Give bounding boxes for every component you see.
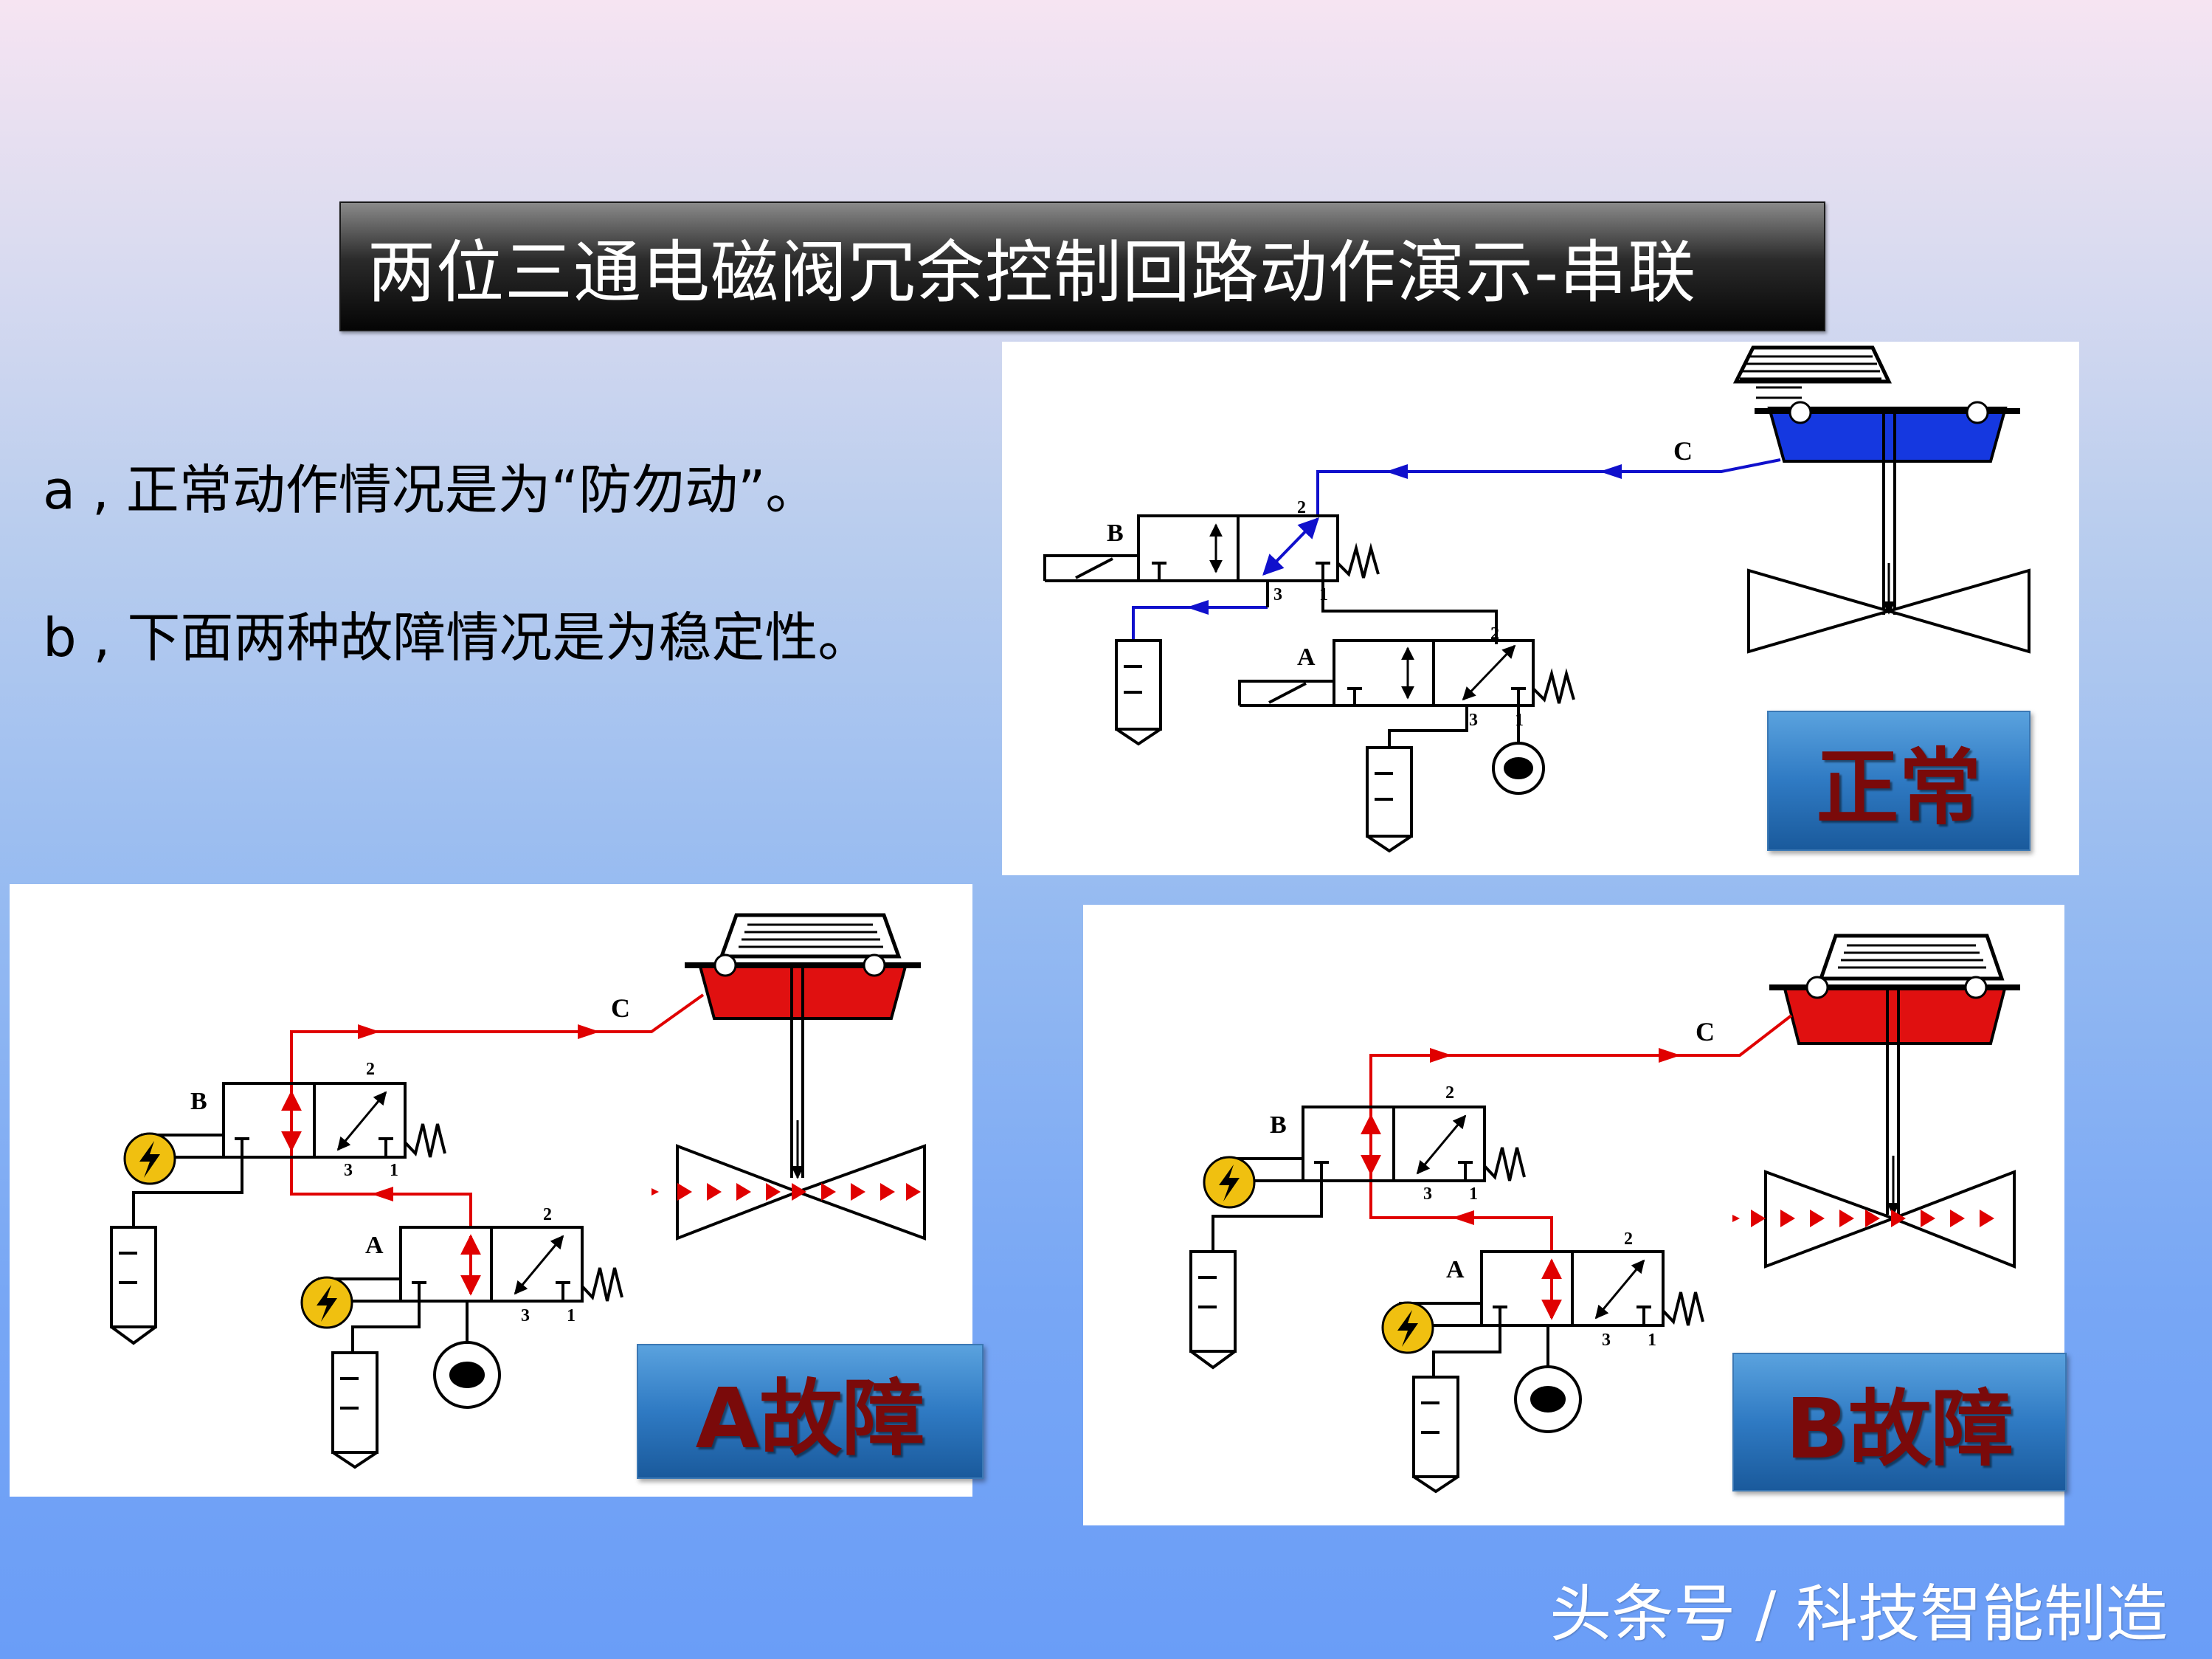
svg-text:2: 2 — [1624, 1229, 1633, 1249]
description-a: a , 正常动作情况是为“防勿动”。 — [43, 459, 819, 521]
badge-normal: 正常 — [1767, 711, 2030, 851]
diagram-fault-b: C B 2 3 1 — [1189, 934, 2020, 1494]
badge-fault-b: B故障 — [1732, 1353, 2067, 1491]
title-bar: 两位三通电磁阀冗余控制回路动作演示-串联 — [339, 201, 1825, 331]
svg-text:B: B — [190, 1088, 207, 1115]
watermark: 头条号 / 科技智能制造 — [1549, 1578, 2168, 1650]
actuator — [1769, 934, 2020, 1216]
svg-text:C: C — [611, 993, 630, 1023]
butterfly-valve — [1747, 568, 2030, 654]
exhaust-muffler-a — [1366, 746, 1413, 853]
lightning-bolt-icon — [1203, 1156, 1256, 1209]
valve-a — [1238, 639, 1575, 751]
exhaust-muffler-a — [1412, 1376, 1459, 1494]
butterfly-valve — [1732, 1170, 2016, 1269]
svg-text:2: 2 — [543, 1205, 552, 1224]
air-supply — [1514, 1365, 1582, 1433]
air-supply — [1492, 742, 1545, 795]
svg-text:3: 3 — [1602, 1331, 1611, 1350]
valve-a — [1399, 1250, 1704, 1381]
svg-text:3: 3 — [521, 1306, 530, 1325]
exhaust-muffler-a — [331, 1351, 379, 1469]
svg-text:2: 2 — [1445, 1083, 1454, 1103]
diagram-normal: C B 2 3 1 — [1043, 345, 2030, 853]
badge-fault-a: A故障 — [637, 1344, 984, 1479]
actuator — [1732, 345, 2020, 615]
svg-text:3: 3 — [1423, 1184, 1432, 1204]
svg-text:2: 2 — [1490, 624, 1499, 644]
valve-b — [132, 1082, 446, 1231]
actuator — [685, 913, 921, 1179]
svg-text:1: 1 — [390, 1161, 398, 1180]
description-b: b , 下面两种故障情况是为稳定性。 — [43, 607, 871, 669]
exhaust-muffler-b — [1115, 639, 1162, 746]
exhaust-muffler-b — [1189, 1250, 1237, 1370]
svg-text:A: A — [365, 1232, 384, 1259]
lightning-bolt-icon — [123, 1132, 176, 1185]
page-title: 两位三通电磁阀冗余控制回路动作演示-串联 — [367, 232, 1697, 312]
svg-text:3: 3 — [1273, 585, 1282, 604]
valve-b — [1043, 514, 1380, 582]
svg-text:B: B — [1270, 1111, 1287, 1139]
flow-lines — [1132, 458, 1781, 644]
exhaust-muffler-b — [110, 1226, 157, 1345]
svg-text:1: 1 — [567, 1306, 576, 1325]
diagram-fault-a: C B 2 3 1 — [110, 913, 926, 1469]
svg-text:1: 1 — [1648, 1331, 1656, 1350]
flow-lines — [290, 993, 705, 1227]
svg-text:C: C — [1696, 1017, 1715, 1046]
panel-fault-b: C B 2 3 1 — [1083, 905, 2067, 1525]
butterfly-valve — [651, 1144, 926, 1241]
lightning-bolt-icon — [300, 1276, 353, 1329]
svg-text:1: 1 — [1515, 711, 1524, 730]
lightning-bolt-icon — [1381, 1301, 1434, 1354]
air-supply — [433, 1341, 501, 1409]
panel-fault-a: C B 2 3 1 — [10, 884, 984, 1497]
valve-b — [1212, 1106, 1526, 1255]
svg-text:A: A — [1446, 1256, 1465, 1283]
line-c-label: C — [1673, 436, 1693, 466]
panel-normal: C B 2 3 1 — [1002, 342, 2079, 875]
svg-text:3: 3 — [344, 1161, 353, 1180]
svg-text:A: A — [1297, 644, 1316, 671]
svg-text:B: B — [1107, 520, 1124, 547]
svg-text:3: 3 — [1469, 711, 1478, 730]
svg-text:1: 1 — [1469, 1184, 1478, 1204]
svg-text:2: 2 — [1297, 498, 1306, 517]
svg-text:2: 2 — [366, 1060, 375, 1079]
